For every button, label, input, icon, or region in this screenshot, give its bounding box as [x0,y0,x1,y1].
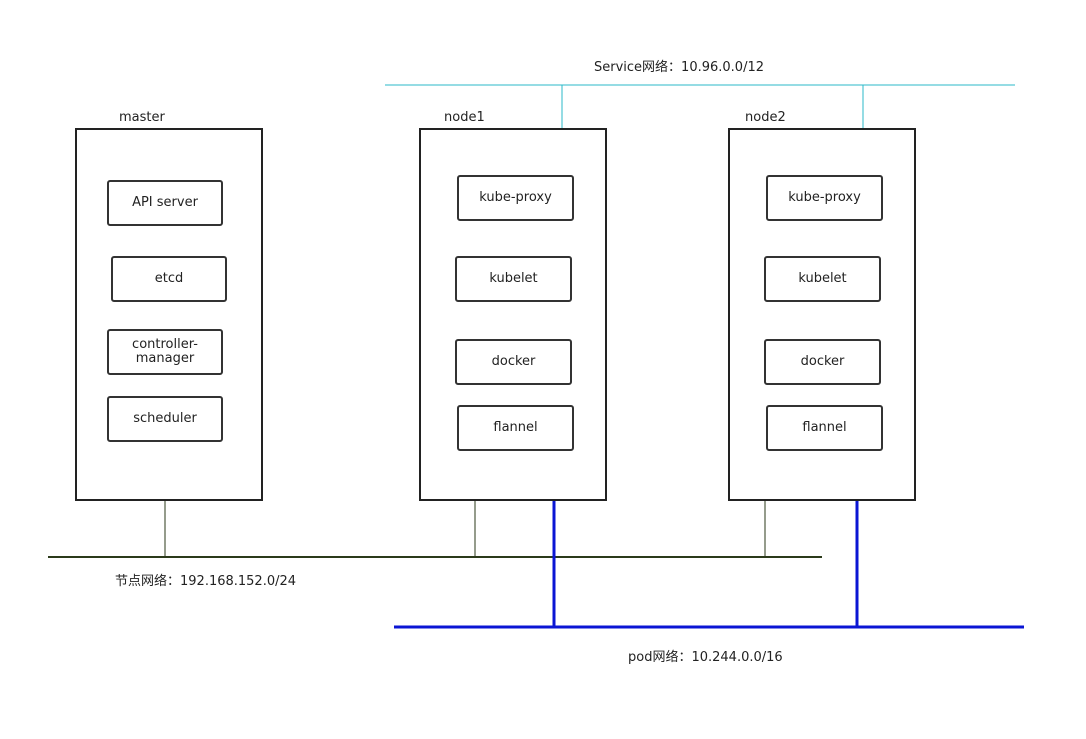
pod-network-label: pod网络：10.244.0.0/16 [628,650,783,665]
scheduler-box: scheduler [107,396,223,442]
node1-kubelet-box: kubelet [455,256,572,302]
service-network-label: Service网络：10.96.0.0/12 [594,60,764,75]
node2-docker-box: docker [764,339,881,385]
node2-label: node2 [745,110,786,125]
controller-manager-box: controller- manager [107,329,223,375]
node2-kubelet-box: kubelet [764,256,881,302]
node1-label: node1 [444,110,485,125]
etcd-box: etcd [111,256,227,302]
node2-flannel-box: flannel [766,405,883,451]
node1-kube-proxy-box: kube-proxy [457,175,574,221]
node1-flannel-box: flannel [457,405,574,451]
node1-docker-box: docker [455,339,572,385]
master-label: master [119,110,165,125]
api-server-box: API server [107,180,223,226]
node2-kube-proxy-box: kube-proxy [766,175,883,221]
node-network-label: 节点网络：192.168.152.0/24 [115,574,297,589]
